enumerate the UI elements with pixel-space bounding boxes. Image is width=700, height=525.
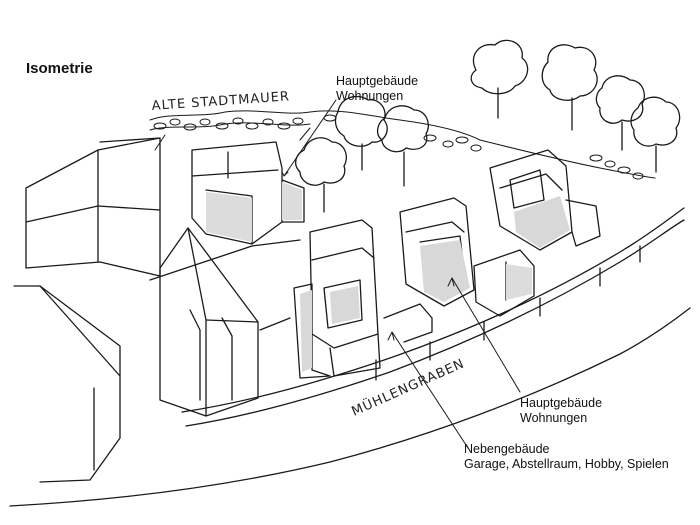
main-building-upper [191, 141, 305, 245]
label-right: Hauptgebäude Wohnungen [520, 396, 602, 426]
city-wall [149, 110, 656, 180]
gabled-building [159, 227, 259, 417]
left-buildings [13, 137, 161, 483]
wall-handwriting: ALTE STADTMAUER [151, 89, 290, 114]
street-handwriting: MÜHLENGRABEN [349, 354, 467, 419]
trees [294, 39, 681, 213]
label-top-line1: Hauptgebäude [336, 74, 419, 88]
diagram-title: Isometrie [26, 60, 93, 77]
main-building-center [293, 219, 381, 379]
label-bottom-line1: Nebengebäude [464, 442, 550, 456]
label-top: Hauptgebäude Wohnungen [336, 74, 418, 104]
label-right-line2: Wohnungen [520, 411, 588, 425]
label-top-line2: Wohnungen [336, 89, 404, 103]
label-bottom-line2: Garage, Abstellraum, Hobby, Spielen [464, 457, 669, 471]
main-building-right [489, 149, 601, 251]
label-bottom: Nebengebäude Garage, Abstellraum, Hobby,… [464, 442, 669, 472]
leader-lines [281, 99, 521, 449]
label-right-line1: Hauptgebäude [520, 396, 603, 410]
